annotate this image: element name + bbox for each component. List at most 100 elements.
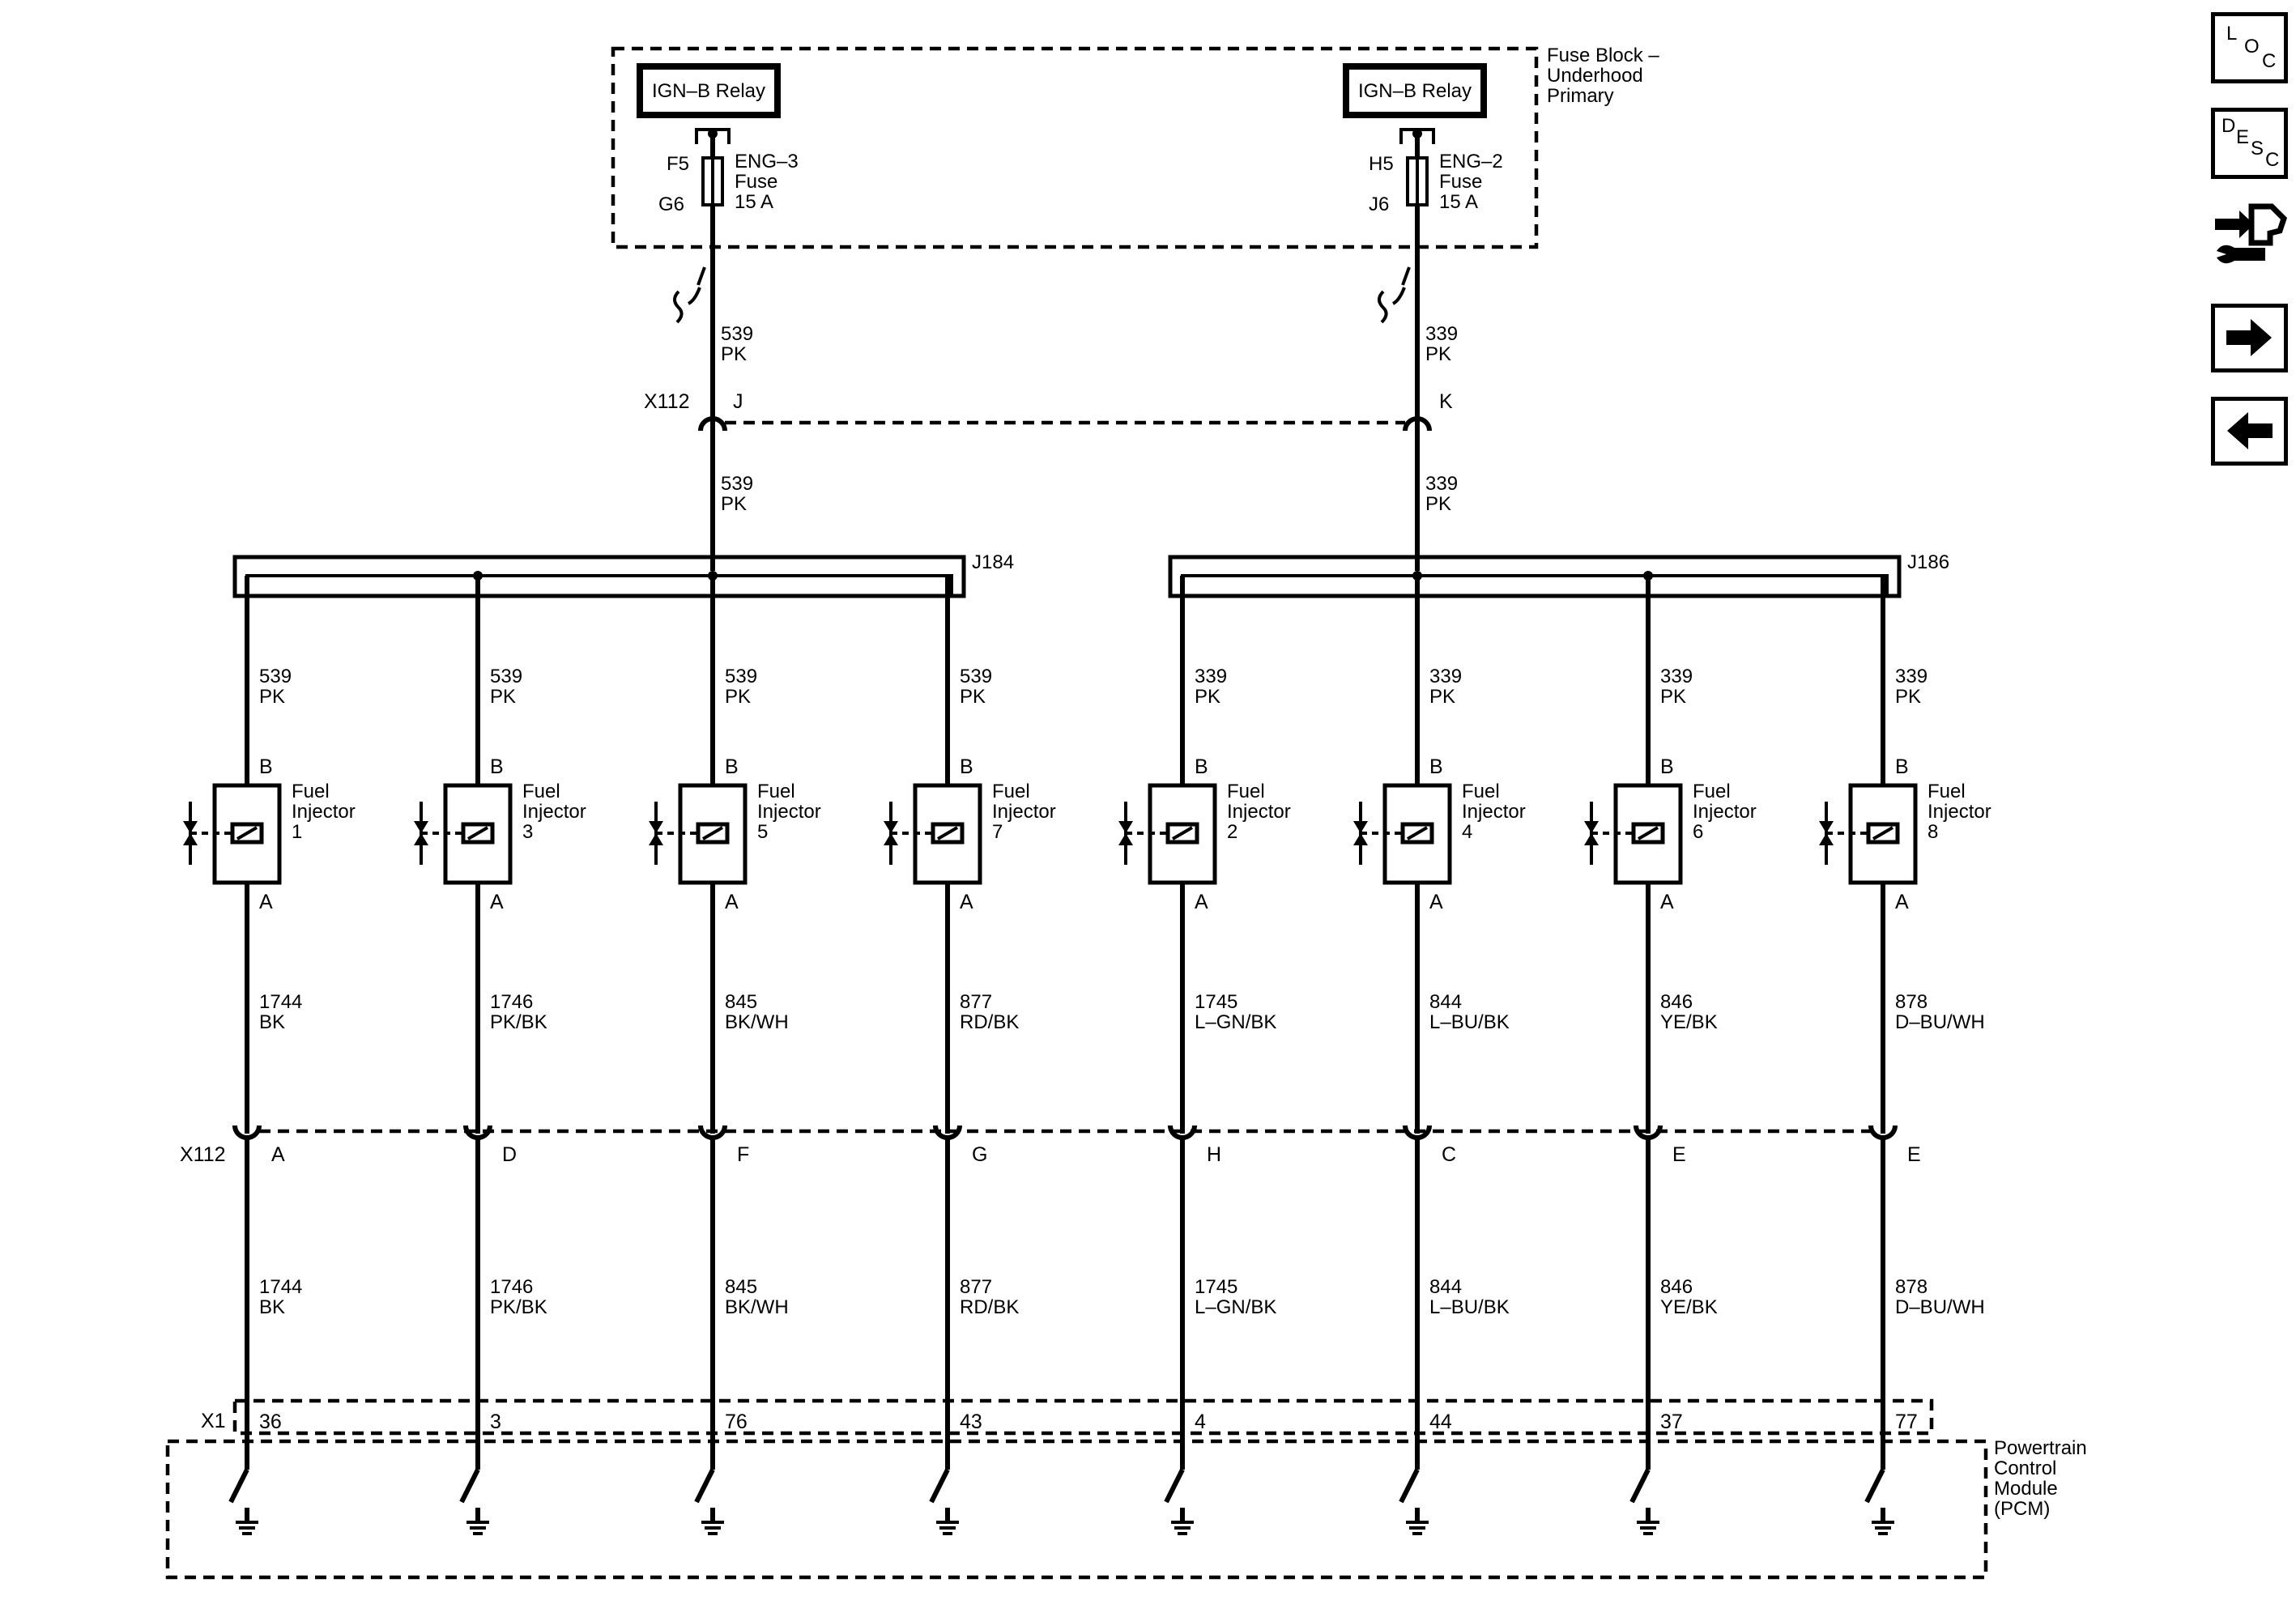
- injector-4-ctrl-color-lower: L–BU/BK: [1429, 1296, 1510, 1318]
- wire-break-right: [1378, 266, 1411, 324]
- injector-8-number: 8: [1928, 821, 1938, 843]
- loc-letter-c: C: [2262, 50, 2277, 72]
- injector-5-label-line2: Injector: [757, 801, 821, 823]
- feed-left-circuit-upper: 539: [721, 323, 753, 345]
- injector-7-feed-color: PK: [960, 686, 986, 708]
- x112-pin-6: E: [1672, 1143, 1686, 1166]
- injector-5-pin-b: B: [725, 755, 739, 778]
- injector-3-ctrl-color-lower: PK/BK: [490, 1296, 547, 1318]
- injector-8-feed-circuit: 339: [1895, 666, 1928, 687]
- fuse-block: Fuse Block – Underhood Primary IGN–B Rel…: [611, 45, 1659, 249]
- pcm-connector-x1-label: X1: [201, 1410, 226, 1432]
- injector-8-feed-color: PK: [1895, 686, 1921, 708]
- fuse-eng-3-pin-top: F5: [667, 153, 689, 175]
- fuse-eng-3: F5 G6 ENG–3 Fuse 15 A: [658, 128, 799, 215]
- fuse-eng-3-name: ENG–3: [735, 151, 799, 172]
- injector-5-label-line1: Fuel: [757, 781, 795, 802]
- injector-7-feed-circuit: 539: [960, 666, 992, 687]
- pcm-outline: [165, 1439, 1988, 1580]
- x112-bottom-connector: X112: [180, 1129, 1879, 1166]
- desc-button[interactable]: D E S C: [2211, 108, 2288, 179]
- pcm-pin-2: 4: [1195, 1411, 1206, 1433]
- injector-2-pin-b: B: [1195, 755, 1208, 778]
- injector-7-ctrl-color-lower: RD/BK: [960, 1296, 1019, 1318]
- injector-3-feed-color: PK: [490, 686, 516, 708]
- wire-break-left: [673, 266, 706, 324]
- injector-8-pin-b: B: [1895, 755, 1909, 778]
- x112-top-pin-left: J: [733, 390, 743, 413]
- ign-b-relay-right-label: IGN–B Relay: [1358, 80, 1472, 102]
- injector-3-label-line1: Fuel: [522, 781, 560, 802]
- feed-wires: 539 PK 339 PK X112 J K 539 PK 339 PK: [644, 205, 1458, 571]
- injector-2-ctrl-color-upper: L–GN/BK: [1195, 1011, 1276, 1033]
- injector-2-ctrl-circuit-lower: 1745: [1195, 1276, 1237, 1298]
- ign-b-relay-left-label: IGN–B Relay: [652, 80, 765, 102]
- injector-2-feed-color: PK: [1195, 686, 1220, 708]
- splice-j186: J186: [1168, 551, 1949, 598]
- pcm-title-line2: Control: [1994, 1457, 2056, 1479]
- fuse-eng-2-name: ENG–2: [1439, 151, 1503, 172]
- injector-column-2: 339PKBFuelInjector2A1745L–GN/BKH1745L–GN…: [1118, 576, 1291, 1535]
- feed-left-color-upper: PK: [721, 343, 747, 365]
- loc-letter-o: O: [2244, 36, 2260, 57]
- injector-5-feed-color: PK: [725, 686, 751, 708]
- loc-button[interactable]: L O C: [2211, 12, 2288, 83]
- injector-6-pin-a: A: [1660, 891, 1674, 913]
- injector-4-feed-circuit: 339: [1429, 666, 1462, 687]
- injector-5-number: 5: [757, 821, 768, 843]
- injector-6-label-line2: Injector: [1693, 801, 1757, 823]
- injector-6-number: 6: [1693, 821, 1703, 843]
- connector-wrench-icon[interactable]: [2207, 194, 2292, 279]
- injector-4-pin-b: B: [1429, 755, 1443, 778]
- fuse-eng-3-word: Fuse: [735, 171, 777, 193]
- injector-1-ctrl-color-upper: BK: [259, 1011, 285, 1033]
- fuse-eng-2-pin-top: H5: [1369, 153, 1394, 175]
- fuse-eng-3-rating: 15 A: [735, 191, 773, 213]
- injector-2-label-line1: Fuel: [1227, 781, 1265, 802]
- previous-arrow-button[interactable]: [2211, 397, 2288, 466]
- injector-3-label-line2: Injector: [522, 801, 586, 823]
- injector-1-ctrl-circuit-lower: 1744: [259, 1276, 302, 1298]
- desc-letter-c: C: [2265, 149, 2280, 171]
- next-arrow-button[interactable]: [2211, 304, 2288, 372]
- x112-pin-1: A: [271, 1143, 285, 1166]
- splice-j186-label: J186: [1907, 551, 1949, 573]
- injector-8-ctrl-color-upper: D–BU/WH: [1895, 1011, 1985, 1033]
- x112-pin-5: F: [737, 1143, 749, 1166]
- pcm-pin-4: 44: [1429, 1411, 1452, 1433]
- injector-4-label-line2: Injector: [1462, 801, 1526, 823]
- feed-left-circuit-lower: 539: [721, 473, 753, 495]
- pcm-title-line4: (PCM): [1994, 1498, 2050, 1520]
- fuse-eng-2-rating: 15 A: [1439, 191, 1478, 213]
- injector-4-ctrl-circuit-lower: 844: [1429, 1276, 1462, 1298]
- injector-8-pin-a: A: [1895, 891, 1909, 913]
- injector-3-ctrl-circuit-lower: 1746: [490, 1276, 533, 1298]
- desc-letter-e: E: [2236, 126, 2250, 148]
- pcm-pin-1: 36: [259, 1411, 282, 1433]
- injector-column-4: 339PKBFuelInjector4A844L–BU/BKC844L–BU/B…: [1353, 571, 1526, 1535]
- desc-letter-d: D: [2221, 115, 2236, 137]
- ign-b-relay-left: [637, 63, 781, 118]
- injector-5-ctrl-circuit-upper: 845: [725, 991, 757, 1013]
- injector-7-label-line1: Fuel: [992, 781, 1030, 802]
- injector-4-number: 4: [1462, 821, 1472, 843]
- injector-7-number: 7: [992, 821, 1003, 843]
- injector-2-ctrl-circuit-upper: 1745: [1195, 991, 1237, 1013]
- injector-2-ctrl-color-lower: L–GN/BK: [1195, 1296, 1276, 1318]
- injector-4-label-line1: Fuel: [1462, 781, 1500, 802]
- injector-1-ctrl-circuit-upper: 1744: [259, 991, 302, 1013]
- injector-8-ctrl-color-lower: D–BU/WH: [1895, 1296, 1985, 1318]
- injector-5-ctrl-color-lower: BK/WH: [725, 1296, 789, 1318]
- pcm-pin-5: 76: [725, 1411, 748, 1433]
- injector-1-label-line1: Fuel: [292, 781, 330, 802]
- x112-pin-8: E: [1907, 1143, 1921, 1166]
- injector-6-ctrl-color-lower: YE/BK: [1660, 1296, 1718, 1318]
- x112-top-pin-right: K: [1439, 390, 1453, 413]
- x112-pin-7: G: [972, 1143, 987, 1166]
- pcm-pin-3: 3: [490, 1411, 501, 1433]
- injector-1-number: 1: [292, 821, 302, 843]
